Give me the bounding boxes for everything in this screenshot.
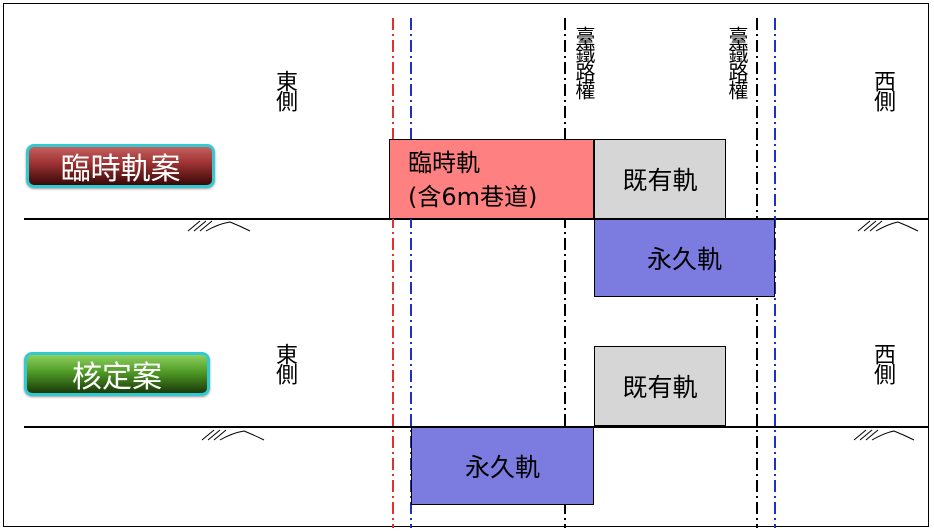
permanent-track-label-bottom: 永久軌 <box>464 453 540 482</box>
approved-plan-label: 核定案 <box>24 352 210 396</box>
ground-hatch-top-left <box>187 220 251 232</box>
ground-hatch-bottom-right <box>853 429 915 441</box>
existing-track-block-top: 既有軌 <box>594 139 726 219</box>
ground-hatch-bottom-left <box>201 429 265 441</box>
railway-row-label-right: 臺鐵路權 <box>725 26 749 98</box>
temporary-track-plan-label: 臨時軌案 <box>26 144 215 188</box>
west-side-label-bottom: 西側 <box>870 343 895 383</box>
temporary-track-label: 臨時軌 <box>408 149 480 177</box>
diagram-frame <box>3 3 929 527</box>
existing-track-label-top: 既有軌 <box>622 166 698 195</box>
temporary-track-block: 臨時軌 (含6m巷道) <box>389 139 594 219</box>
permanent-track-label-top: 永久軌 <box>646 245 722 274</box>
railway-row-label-left: 臺鐵路權 <box>572 26 596 98</box>
existing-track-label-bottom: 既有軌 <box>622 373 698 402</box>
temporary-track-note: (含6m巷道) <box>408 183 538 211</box>
ground-hatch-top-right <box>857 220 919 232</box>
east-side-label-top: 東側 <box>272 70 297 110</box>
west-side-label-top: 西側 <box>870 70 895 110</box>
permanent-track-block-bottom: 永久軌 <box>411 427 594 505</box>
east-side-label-bottom: 東側 <box>272 343 297 383</box>
permanent-track-block-top: 永久軌 <box>594 219 775 297</box>
existing-track-block-bottom: 既有軌 <box>594 346 726 426</box>
